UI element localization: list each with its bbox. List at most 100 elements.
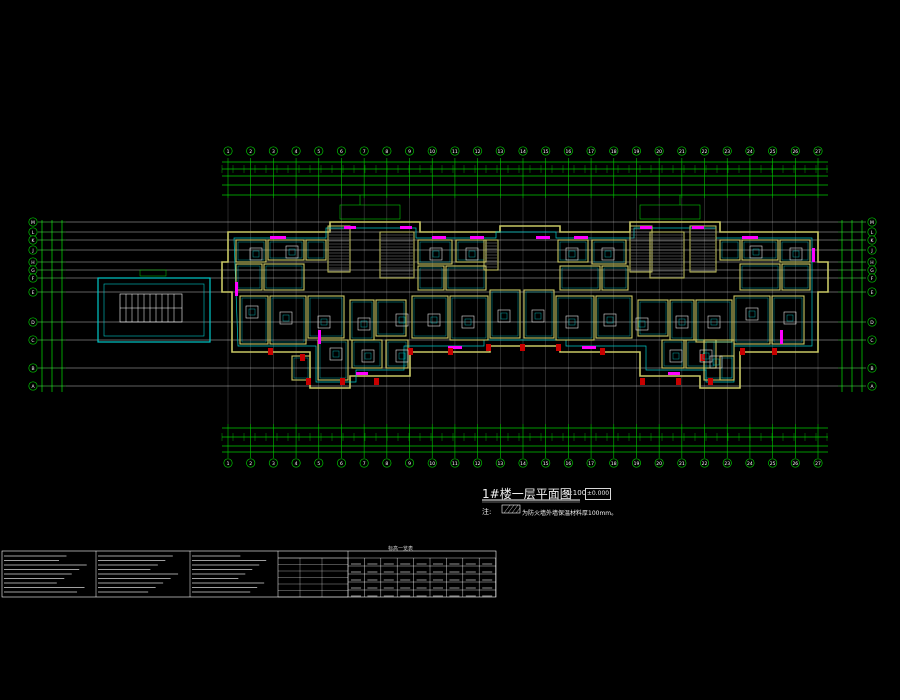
axis-bubble-bottom: 25: [768, 458, 778, 468]
axis-bubble-bottom: 5: [314, 458, 324, 468]
axis-bubble-top: 16: [563, 146, 573, 156]
axis-bubble-bottom: 6: [336, 458, 347, 468]
svg-text:10: 10: [429, 461, 435, 467]
svg-text:10: 10: [429, 149, 435, 155]
axis-bubble-bottom: 24: [745, 458, 755, 468]
axis-bubble-bottom: 9: [404, 458, 415, 468]
title-underline: [482, 499, 580, 503]
svg-text:17: 17: [588, 149, 594, 155]
axis-bubble-top: 7: [359, 146, 369, 156]
svg-text:K: K: [32, 238, 36, 244]
furniture-white: [245, 245, 803, 369]
hatch-legend-lines: [503, 504, 521, 514]
axis-bubble-top: 2: [246, 146, 256, 156]
entrance-callouts: [339, 195, 701, 220]
axis-bubble-bottom: 1: [223, 458, 233, 468]
svg-text:D: D: [31, 320, 35, 326]
svg-text:24: 24: [747, 149, 753, 155]
svg-text:14: 14: [520, 149, 526, 155]
axis-bubble-bottom: 23: [722, 458, 732, 468]
svg-text:1: 1: [227, 149, 230, 155]
axis-bubble-top: 3: [268, 146, 278, 156]
axis-bubble-top: 10: [427, 146, 437, 156]
axis-bubble-top: 20: [654, 146, 664, 156]
svg-text:H: H: [870, 260, 873, 266]
svg-text:A: A: [31, 384, 35, 390]
svg-text:D: D: [870, 320, 874, 326]
axis-bubble-left: K: [28, 235, 38, 245]
top-axis-ticks: [221, 158, 828, 198]
svg-text:12: 12: [475, 149, 481, 155]
axis-bubble-top: 19: [631, 146, 642, 156]
axis-bubble-right: H: [867, 257, 877, 267]
axis-bubble-right: K: [867, 235, 877, 245]
svg-text:G: G: [31, 268, 35, 274]
drawing-scale: 1:100: [566, 489, 587, 497]
axis-bubble-right: J: [867, 245, 877, 255]
axis-bubble-bottom: 19: [631, 458, 642, 468]
axis-bubble-left: H: [28, 257, 38, 267]
svg-text:19: 19: [634, 461, 640, 467]
axis-bubble-bottom: 18: [609, 458, 619, 468]
axis-bubble-bottom: 7: [359, 458, 369, 468]
svg-text:11: 11: [452, 461, 458, 467]
svg-text:16: 16: [566, 461, 572, 467]
axis-bubble-top: 6: [336, 146, 347, 156]
axis-bubble-top: 1: [223, 146, 233, 156]
svg-text:19: 19: [634, 149, 640, 155]
svg-text:F: F: [32, 276, 35, 282]
note-prefix: 注:: [482, 508, 492, 516]
svg-text:21: 21: [679, 149, 685, 155]
svg-text:J: J: [870, 248, 872, 254]
svg-text:7: 7: [363, 461, 366, 467]
svg-text:17: 17: [588, 461, 594, 467]
axis-bubble-top: 17: [586, 146, 596, 156]
axis-bubble-top: 24: [745, 146, 755, 156]
svg-text:8: 8: [385, 461, 388, 467]
svg-text:13: 13: [497, 461, 503, 467]
axis-bubble-right: G: [867, 265, 877, 275]
svg-text:18: 18: [611, 461, 617, 467]
axis-bubble-bottom: 27: [813, 458, 823, 468]
axis-bubble-bottom: 26: [790, 458, 800, 468]
svg-text:2: 2: [249, 149, 252, 155]
svg-text:1: 1: [227, 461, 230, 467]
svg-text:20: 20: [656, 461, 662, 467]
fixtures-magenta: [235, 226, 815, 375]
elevation-box: ±0.000: [585, 488, 611, 500]
svg-text:C: C: [31, 338, 34, 344]
svg-text:25: 25: [770, 149, 776, 155]
svg-text:2: 2: [249, 461, 252, 467]
notes-text-lines: [4, 555, 267, 593]
svg-text:H: H: [31, 260, 34, 266]
annex-block: [97, 269, 211, 343]
svg-text:4: 4: [295, 461, 298, 467]
svg-text:L: L: [32, 230, 35, 236]
svg-text:J: J: [31, 248, 33, 254]
axis-bubble-right: B: [867, 363, 877, 373]
svg-text:20: 20: [656, 149, 662, 155]
axis-bubble-left: L: [28, 227, 38, 237]
drawing-title: 1#楼一层平面图: [482, 487, 572, 501]
svg-text:24: 24: [747, 461, 753, 467]
svg-text:3: 3: [272, 149, 275, 155]
axis-bubble-right: E: [867, 287, 877, 297]
axis-bubble-bottom: 14: [518, 458, 528, 468]
hatch-legend-box: [501, 504, 521, 514]
axis-bubble-bottom: 10: [427, 458, 437, 468]
axis-bubble-right: M: [867, 217, 877, 227]
axis-bubble-left: G: [28, 265, 38, 275]
axis-bubble-right: D: [867, 317, 877, 327]
axis-bubble-top: 18: [609, 146, 619, 156]
svg-text:K: K: [871, 238, 875, 244]
svg-text:5: 5: [317, 461, 320, 467]
svg-text:7: 7: [363, 149, 366, 155]
axis-bubble-left: M: [28, 217, 38, 227]
axis-bubble-top: 21: [677, 146, 687, 156]
svg-text:E: E: [871, 290, 874, 296]
axis-bubble-bottom: 3: [268, 458, 278, 468]
svg-text:B: B: [31, 366, 34, 372]
